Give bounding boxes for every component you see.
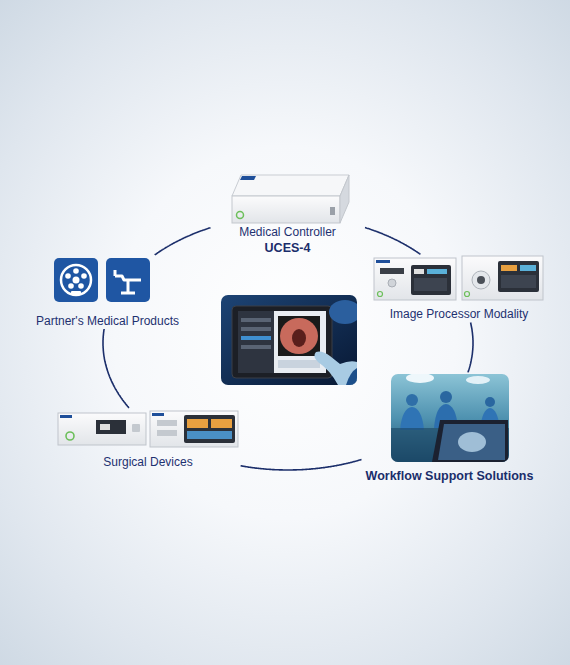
tablet-frame	[232, 306, 332, 378]
screen-item	[414, 269, 424, 274]
surgeon-head	[440, 391, 452, 403]
menu-item	[241, 345, 271, 349]
light-icon-tile	[54, 258, 98, 302]
device-front	[462, 256, 543, 300]
surgical-devices	[58, 411, 238, 447]
tablet-control-image	[221, 295, 357, 385]
light-icon-dot	[73, 277, 80, 284]
medical-controller-device	[232, 175, 349, 223]
menu-panel	[238, 311, 274, 373]
light-icon-dot	[65, 273, 71, 279]
endoscope-image	[280, 318, 318, 354]
node-label: UCES-4	[265, 240, 311, 256]
screen-item	[501, 275, 536, 288]
image-processor-devices	[374, 256, 543, 300]
node-label: Workflow Support Solutions	[366, 468, 534, 484]
screen-item	[414, 278, 447, 291]
table-icon-top	[115, 276, 141, 280]
gloved-hand	[314, 352, 357, 386]
screen-item	[501, 265, 517, 271]
surgical-node: Surgical Devices	[55, 408, 241, 470]
light-icon-dot	[73, 268, 79, 274]
workflow-node: Workflow Support Solutions	[362, 372, 537, 484]
node-label: Image Processor Modality	[390, 306, 529, 322]
port	[157, 430, 177, 436]
cycle-arc	[468, 323, 473, 373]
surgeon-head	[485, 397, 495, 407]
display-digit	[100, 424, 110, 430]
button	[132, 424, 140, 432]
screen-item	[427, 269, 447, 274]
scope-socket	[477, 276, 485, 284]
device-front	[374, 258, 456, 300]
photo-background	[391, 374, 509, 462]
endoscope-view	[278, 316, 320, 356]
light-icon-handle	[71, 291, 81, 294]
light-icon-dot	[78, 283, 84, 289]
touch-screen	[411, 265, 451, 295]
node-label: Medical Controller	[239, 224, 336, 240]
display	[96, 420, 126, 434]
device-top	[232, 175, 349, 196]
scope-connector	[472, 271, 490, 289]
surgeon-cap	[329, 300, 357, 324]
menu-item	[241, 318, 271, 322]
power-button	[237, 212, 244, 219]
screen-bar	[278, 360, 320, 368]
knob	[388, 279, 396, 287]
brand-tag	[240, 176, 256, 180]
device-front	[150, 411, 238, 447]
gown-sleeve	[346, 368, 357, 385]
screen-item	[211, 419, 232, 428]
cycle-arc	[241, 460, 362, 471]
cycle-arc	[155, 228, 211, 255]
brand-tag	[376, 260, 390, 263]
menu-item	[241, 336, 271, 340]
brand-tag	[60, 415, 72, 418]
power-button	[378, 292, 383, 297]
device-front	[232, 196, 340, 223]
power-button	[465, 292, 470, 297]
light-icon-dot	[81, 273, 87, 279]
light-icon-ring	[61, 265, 91, 295]
screen-image	[458, 432, 486, 452]
touch-screen	[184, 415, 235, 443]
screen-item	[520, 265, 536, 271]
tablet-frame	[432, 420, 508, 462]
tablet-screen	[438, 424, 505, 460]
cycle-arc	[365, 228, 420, 255]
node-label: Partner's Medical Products	[36, 313, 179, 329]
screen-item	[187, 419, 208, 428]
light-icon-dot	[68, 283, 74, 289]
port	[157, 420, 177, 426]
tablet-screen	[238, 311, 326, 373]
processor-node: Image Processor Modality	[372, 254, 546, 322]
surgeon-head	[406, 394, 418, 406]
menu-item	[241, 327, 271, 331]
screen-item	[187, 431, 232, 439]
cycle-arc	[103, 329, 129, 408]
brand-tag	[152, 413, 164, 416]
surgical-light	[406, 374, 434, 383]
device-side	[340, 175, 349, 223]
device-front	[58, 413, 146, 445]
small-display	[380, 268, 404, 274]
partner-product-icons	[54, 258, 150, 302]
table-icon-tile	[106, 258, 150, 302]
endoscope-lumen	[292, 329, 306, 347]
power-button	[66, 432, 74, 440]
controller-node: Medical ControllerUCES-4	[210, 168, 365, 256]
touch-screen	[498, 261, 539, 292]
surgical-light	[466, 376, 490, 384]
node-label: Surgical Devices	[103, 454, 192, 470]
table-icon-base	[115, 270, 135, 293]
surgeon-body	[400, 407, 424, 430]
partner-node: Partner's Medical Products	[30, 255, 185, 329]
operating-room-photo	[391, 374, 509, 462]
port	[330, 207, 335, 215]
